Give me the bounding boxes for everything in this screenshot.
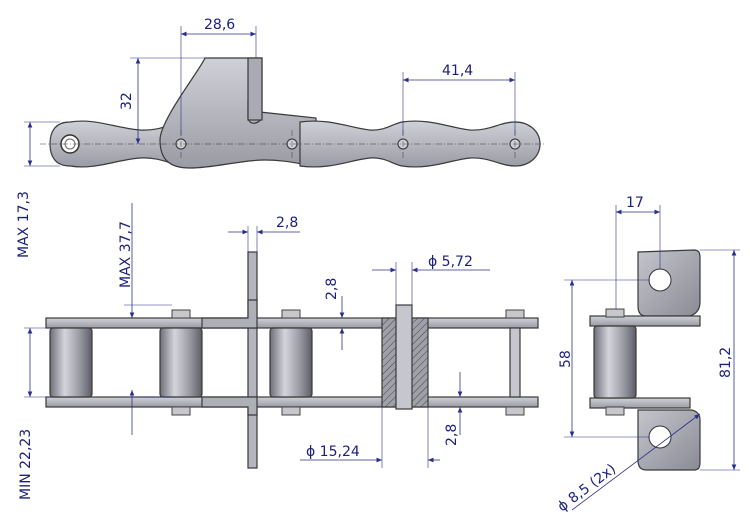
dim-hole-diameter: ϕ 8,5 (2x) — [555, 461, 619, 515]
dim-max-height: MAX 17,3 — [16, 191, 32, 258]
side-roller — [593, 325, 637, 399]
pin-head-3-top — [281, 309, 301, 319]
dim-thickness-top: 2,8 — [276, 215, 298, 231]
pin-head-3-bottom — [281, 406, 301, 416]
side-view: 17 58 81,2 ϕ 8,5 (2x) — [555, 195, 740, 515]
front-bottom-plate — [45, 396, 539, 408]
pin-5-shaft — [509, 327, 521, 398]
dim-min-inner-width: MIN 22,23 — [18, 429, 34, 500]
top-view: 28,6 32 41,4 MAX 17,3 — [16, 17, 545, 258]
attachment-upright — [247, 251, 258, 469]
roller-3 — [269, 327, 313, 398]
dim-side-width: 17 — [626, 195, 644, 211]
front-view: 2,8 MAX 37,7 MIN 22,23 2,8 ϕ 5,72 ϕ 15,2… — [18, 203, 539, 500]
roller-1 — [49, 327, 93, 398]
dim-side-inner: 58 — [558, 350, 574, 368]
dim-roller-diameter: ϕ 15,24 — [306, 444, 360, 460]
dim-side-overall: 81,2 — [718, 347, 734, 378]
dim-top-offset: 28,6 — [204, 17, 235, 33]
dim-max-width: MAX 37,7 — [118, 221, 134, 288]
pin-head-5-bottom — [505, 406, 525, 416]
side-pin-bottom — [605, 406, 625, 416]
side-top-plate — [589, 315, 701, 327]
pin-section — [395, 304, 413, 410]
roller-2 — [159, 327, 203, 398]
dim-pitch: 41,4 — [442, 63, 473, 79]
dim-plate-gap: 2,8 — [324, 278, 340, 300]
pin-head-2-top — [171, 309, 191, 319]
pin-head-2-bottom — [171, 406, 191, 416]
attachment-flange — [201, 299, 258, 329]
dim-top-height: 32 — [119, 92, 135, 110]
front-top-plate — [45, 317, 539, 329]
side-pin-top — [605, 308, 625, 318]
attachment-tab — [247, 57, 263, 121]
side-upper-hole — [648, 268, 672, 292]
pin-head-5-top — [505, 309, 525, 319]
side-bottom-plate — [589, 397, 691, 409]
top-attachment-plate — [159, 57, 317, 169]
dim-pin-diameter: ϕ 5,72 — [428, 254, 473, 270]
attachment-flange-bottom — [201, 396, 258, 416]
side-lower-hole — [648, 425, 672, 449]
dim-plate-thickness-bottom: 2,8 — [444, 424, 460, 446]
